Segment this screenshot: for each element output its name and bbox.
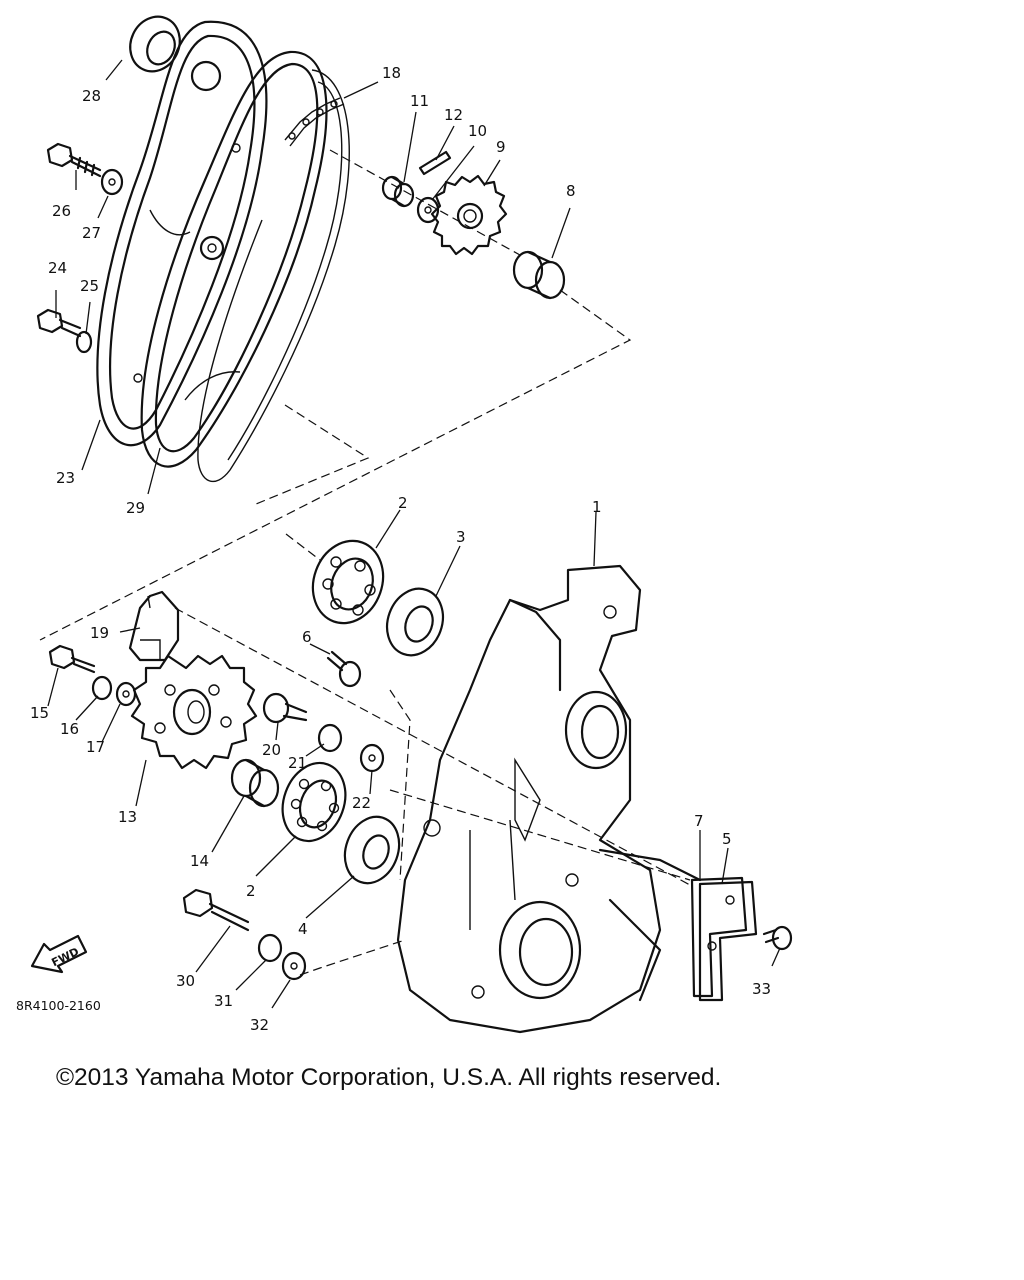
callout-2b: 2 [246,882,256,900]
callout-21: 20 [262,741,281,759]
callout-22: 21 [288,754,307,772]
callout-23: 22 [352,794,371,812]
callout-20: 19 [90,624,109,642]
callout-28: 27 [82,224,101,242]
callout-24: 23 [56,469,75,487]
washer-11 [416,196,440,224]
washer-28 [100,168,124,196]
gasket-7 [690,876,748,998]
alignment-lines [39,149,691,976]
callout-10: 8 [566,182,576,200]
washer-23 [359,743,385,773]
forward-direction-arrow-icon: FWD [30,934,88,974]
washer-18 [115,681,137,707]
chain-case-gasket-30 [140,50,328,468]
oil-seal-29 [129,15,181,73]
washer-33 [281,951,307,981]
leader-lines [47,59,781,1009]
callout-6: 5 [722,830,732,848]
callout-5: 6 [302,628,312,646]
pin-13 [418,150,452,176]
drive-chain [197,69,350,483]
callout-14: 13 [118,808,137,826]
callout-25: 24 [48,259,67,277]
bearing-2-lower [281,761,347,843]
washer-26 [75,330,93,354]
callout-30: 29 [126,499,145,517]
bolt-16 [48,644,96,674]
oil-seal-4 [343,815,401,885]
tensioner-20 [128,590,180,662]
callout-3: 3 [456,528,466,546]
callout-17: 16 [60,720,79,738]
callout-18: 17 [86,738,105,756]
plate-6 [698,880,758,1002]
callout-12: 11 [410,92,429,110]
callout-9: 9 [496,138,506,156]
chain-joint-19 [284,97,345,147]
washer-17 [91,675,113,701]
callout-29: 28 [82,87,101,105]
spacer-10 [512,250,566,300]
callout-11: 10 [468,122,487,140]
part-callouts: 28 26 27 24 25 23 29 18 11 12 10 9 8 2 3… [30,64,771,1034]
bolt-25 [36,308,82,338]
drawing-code: 8R4100-2160 [16,998,101,1013]
callout-1: 1 [592,498,602,516]
callout-4: 4 [298,920,308,938]
bolt-27 [46,142,102,178]
bolt-31 [182,888,250,932]
copyright-notice: ©2013 Yamaha Motor Corporation, U.S.A. A… [56,1064,722,1091]
callout-15: 14 [190,852,209,870]
callout-19: 18 [382,64,401,82]
sprocket-9 [430,174,508,256]
callout-2a: 2 [398,494,408,512]
collar-12 [381,175,415,208]
callout-16: 15 [30,704,49,722]
bearing-2-upper [311,539,385,625]
bolt-5 [326,650,362,688]
callout-27: 26 [52,202,71,220]
chain-case-housing-1 [396,564,702,1034]
callout-31: 30 [176,972,195,990]
exploded-parts-diagram: 28 26 27 24 25 23 29 18 11 12 10 9 8 2 3… [16,15,793,1034]
callout-13: 12 [444,106,463,124]
callout-26: 25 [80,277,99,295]
collar-22 [317,723,343,753]
chain-case-cover-24 [96,20,268,447]
bolt-21 [262,692,308,724]
spacer-15 [230,758,280,808]
callout-7: 7 [694,812,704,830]
callout-8: 33 [752,980,771,998]
washer-32 [257,933,283,963]
bolt-8 [762,925,793,951]
callout-32: 31 [214,992,233,1010]
sprocket-14 [130,654,258,770]
callout-33: 32 [250,1016,269,1034]
oil-seal-3 [385,587,445,657]
